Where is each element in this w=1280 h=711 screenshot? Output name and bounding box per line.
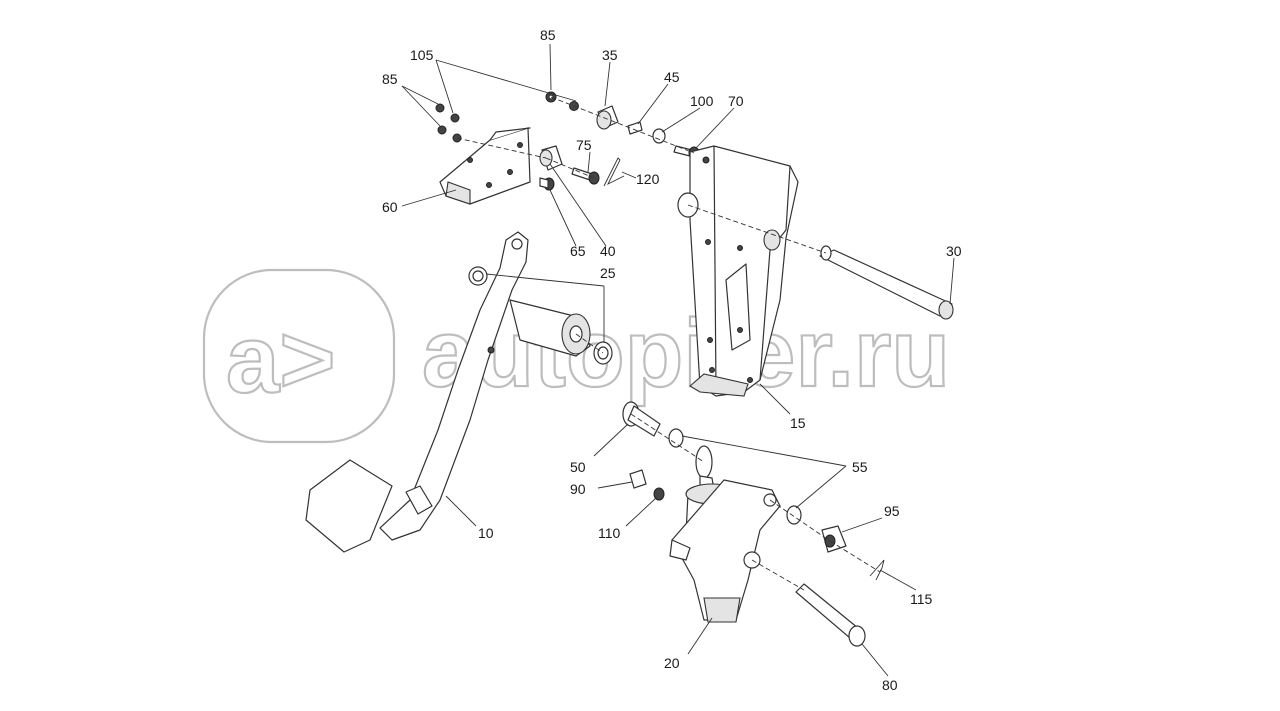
part-55-washer-a bbox=[668, 428, 684, 448]
callout-40: 40 bbox=[600, 243, 616, 259]
callout-105: 105 bbox=[410, 47, 434, 63]
part-65-bolt bbox=[539, 177, 555, 191]
part-95-castle-nut bbox=[821, 525, 847, 553]
part-85-105-nuts-left bbox=[435, 103, 462, 143]
callout-65: 65 bbox=[570, 243, 586, 259]
callout-50: 50 bbox=[570, 459, 586, 475]
part-120-cotter-pin bbox=[603, 157, 625, 187]
part-25-washer-a bbox=[468, 266, 488, 286]
callout-55: 55 bbox=[852, 459, 868, 475]
callout-labels: 85 35 105 85 45 100 70 75 120 60 65 40 2… bbox=[382, 27, 962, 693]
part-45-pin bbox=[627, 121, 643, 135]
assembly-axis-lines bbox=[456, 96, 881, 591]
callout-80: 80 bbox=[882, 677, 898, 693]
callout-35: 35 bbox=[602, 47, 618, 63]
callout-45: 45 bbox=[664, 69, 680, 85]
part-50-bolt bbox=[622, 401, 661, 437]
part-15-pedal-bracket bbox=[677, 145, 799, 397]
callout-15: 15 bbox=[790, 415, 806, 431]
callout-30: 30 bbox=[946, 243, 962, 259]
part-90-nut bbox=[629, 469, 647, 489]
watermark-logo-glyphs: a> bbox=[226, 306, 335, 413]
part-40-bushing bbox=[539, 145, 563, 171]
callout-85-left: 85 bbox=[382, 71, 398, 87]
callout-90: 90 bbox=[570, 481, 586, 497]
part-55-washer-b bbox=[786, 505, 802, 525]
callout-10: 10 bbox=[478, 525, 494, 541]
callout-20: 20 bbox=[664, 655, 680, 671]
callout-100: 100 bbox=[690, 93, 714, 109]
part-10-pedal bbox=[305, 231, 591, 553]
part-80-bolt bbox=[795, 583, 866, 647]
watermark-logo-frame bbox=[202, 268, 396, 444]
callout-95: 95 bbox=[884, 503, 900, 519]
callout-120: 120 bbox=[636, 171, 660, 187]
watermark: a> autopiter.ru bbox=[202, 268, 951, 444]
part-30-shaft bbox=[819, 245, 954, 320]
callout-85-top: 85 bbox=[540, 27, 556, 43]
callout-60: 60 bbox=[382, 199, 398, 215]
part-35-spacer bbox=[596, 105, 619, 130]
callout-25: 25 bbox=[600, 265, 616, 281]
callout-110: 110 bbox=[598, 525, 621, 541]
callout-115: 115 bbox=[910, 591, 933, 607]
watermark-text: autopiter.ru bbox=[422, 300, 950, 407]
leader-lines bbox=[401, 43, 955, 677]
callout-75: 75 bbox=[576, 137, 592, 153]
part-60-bracket bbox=[439, 127, 531, 205]
part-110-washer bbox=[653, 487, 665, 501]
part-100-washer bbox=[652, 128, 666, 144]
callout-70: 70 bbox=[728, 93, 744, 109]
part-20-master-cylinder bbox=[669, 445, 781, 623]
part-115-cotter-pin bbox=[869, 559, 885, 581]
